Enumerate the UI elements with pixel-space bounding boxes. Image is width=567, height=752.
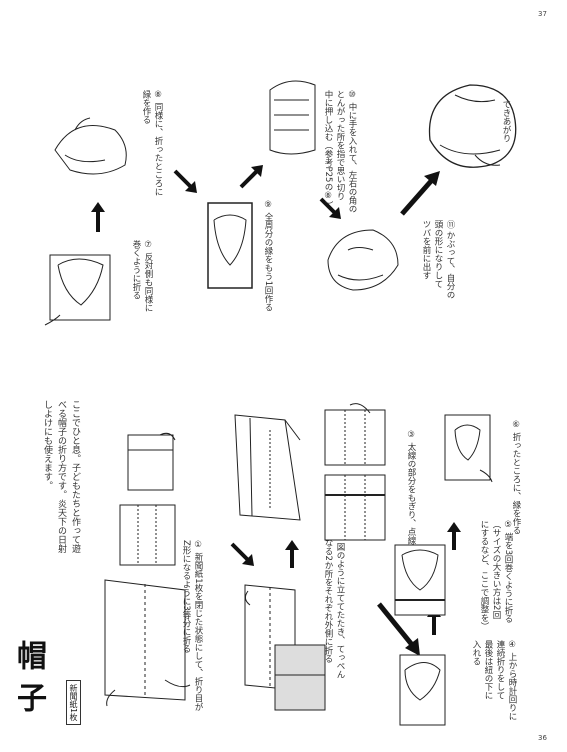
step7-illustration [44,254,111,326]
arrow-down-right-icon [230,542,254,566]
step9-line: ⑨ 全周分の縁をもう1回作る [263,200,273,312]
step5-caption: ⑤ 端を3回巻くように折る （サイズの大きい方は2回 にするなど、ここで調整を） [478,520,514,631]
arrow-up-icon [285,540,299,568]
page-title: 帽子 [11,640,46,724]
intro-line: ここでひと息。子どもたちと作って遊 [70,400,80,553]
step10-line: ⑩ 中に手を入れて、左右の角の [347,90,357,214]
step1-line: ① 新聞紙1枚を閉じた状態にして、折り目が [193,540,203,712]
arrow-down-right-icon [173,169,197,193]
arrow-up-right-icon [239,165,263,189]
step4-line: ④ 上から時計回りに [507,640,517,721]
step1-illustration [104,579,191,707]
step5-line: にするなど、ここで調整を） [479,520,489,631]
step11-line: ツバを前に出す [421,220,431,280]
intro-line: しよけにも使えます。 [42,400,52,490]
step6-illustration [444,414,493,483]
step3-caption: ③ 太線の部分をもぎり、点線で折る [405,430,417,570]
arrow-down-right-icon [319,197,341,219]
step10-illustration [327,229,399,291]
step8-illustration [207,202,253,289]
step9-illustration [269,80,316,155]
step2-caption: ② 図のように立ててたたき、てっぺん になる2か所をそれぞれ外側に折る [322,530,346,679]
step8-caption: ⑧ 同様に、折ったところに 縁を作る [140,90,164,196]
step1-line: Z形になるように3等分に折る [181,540,191,654]
step2-folded-illustration [234,414,301,521]
intro-line: べる帽子の折り方です。炎天下の日射 [56,400,66,553]
done-line: できあがり [501,100,511,143]
step4-caption: ④ 上から時計回りに 連続折りをして 最後は紐の下に 入れる [470,640,518,721]
hands-fold-illustration [54,117,127,175]
arrow-down-right-long-icon [377,602,420,656]
step6-caption: ⑥ 折ったところに、縁を作る [510,420,522,535]
arrow-up-icon [91,202,105,232]
done-caption: できあがり [500,100,512,143]
step10-line: 中に押し込む（参考P25の⑧） [323,90,333,210]
step4-line: 最後は紐の下に [483,640,493,700]
left-page-number: 36 [538,734,547,742]
step4-line: 連続折りをして [495,640,505,700]
step4-line: 入れる [471,640,481,666]
step7-line: 巻くように折る [131,240,141,300]
step6-line: ⑥ 折ったところに、縁を作る [511,420,521,535]
step7-caption: ⑦ 反対側も同様に 巻くように折る [130,240,154,312]
arrow-up-icon [447,522,461,550]
step1-folded-illustration [127,432,176,491]
step9-caption: ⑨ 全周分の縁をもう1回作る [262,200,274,312]
step2-line: になる2か所をそれぞれ外側に折る [323,530,333,663]
arrow-up-right-long-icon [400,171,440,216]
step8-line: ⑧ 同様に、折ったところに [153,90,163,197]
step11-line: ⑪ かぶって、自分の [445,220,455,300]
step10-caption: ⑩ 中に手を入れて、左右の角の とんがった所を指で思い切り 中に押し込む（参考P… [322,90,358,213]
step1-fold-illustration [119,504,176,566]
step2-base-illustration [274,644,326,711]
intro-text: ここでひと息。子どもたちと作って遊 べる帽子の折り方です。炎天下の日射 しよけに… [40,400,82,553]
finished-hat-illustration [428,84,517,168]
step7-line: ⑦ 反対側も同様に [143,240,153,313]
step8-line: 縁を作る [141,90,151,124]
material-tag: 新聞紙1枚 [66,680,81,726]
step3-illustration [324,474,386,541]
step3-line: ③ 太線の部分をもぎり、点線で折る [406,430,416,571]
step1-caption: ① 新聞紙1枚を閉じた状態にして、折り目が Z形になるように3等分に折る [180,540,204,711]
step5-line: （サイズの大きい方は2回 [491,520,501,619]
step11-line: 頭の形になりして [433,220,443,288]
right-page-number: 37 [538,10,547,18]
step5-illustration [394,544,446,616]
step10-line: とんがった所を指で思い切り [335,90,345,201]
step5-line: ⑤ 端を3回巻くように折る [503,520,513,624]
step3-torn-illustration [324,403,386,466]
step4-illustration [399,654,446,726]
step2-line: ② 図のように立ててたたき、てっぺん [335,530,345,679]
step11-caption: ⑪ かぶって、自分の 頭の形になりして ツバを前に出す [420,220,456,299]
